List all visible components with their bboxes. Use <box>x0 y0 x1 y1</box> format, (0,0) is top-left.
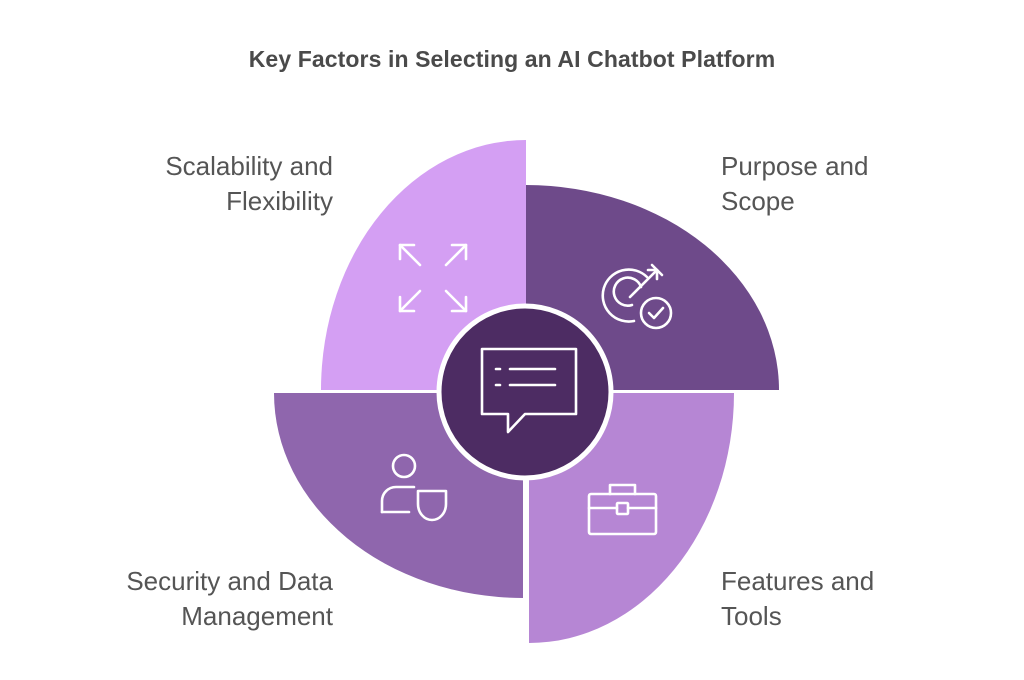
expand-arrows-icon <box>398 243 468 313</box>
label-security-line2: Management <box>181 601 333 631</box>
label-purpose-line1: Purpose and <box>721 151 869 181</box>
label-features-line2: Tools <box>721 601 782 631</box>
label-scalability-line1: Scalability and <box>165 151 333 181</box>
center-hub <box>436 303 614 481</box>
label-purpose-line2: Scope <box>721 186 795 216</box>
label-security: Security and Data Management <box>126 564 333 634</box>
label-features-line1: Features and <box>721 566 875 596</box>
label-purpose: Purpose and Scope <box>721 149 868 219</box>
label-scalability: Scalability and Flexibility <box>165 149 333 219</box>
briefcase-icon <box>587 483 658 536</box>
label-security-line1: Security and Data <box>126 566 333 596</box>
chat-bubble-list-icon <box>480 347 578 434</box>
target-check-icon <box>601 263 673 330</box>
diagram-title: Key Factors in Selecting an AI Chatbot P… <box>248 46 776 72</box>
label-features: Features and Tools <box>721 564 874 634</box>
label-scalability-line2: Flexibility <box>226 186 333 216</box>
user-shield-icon <box>380 453 448 522</box>
